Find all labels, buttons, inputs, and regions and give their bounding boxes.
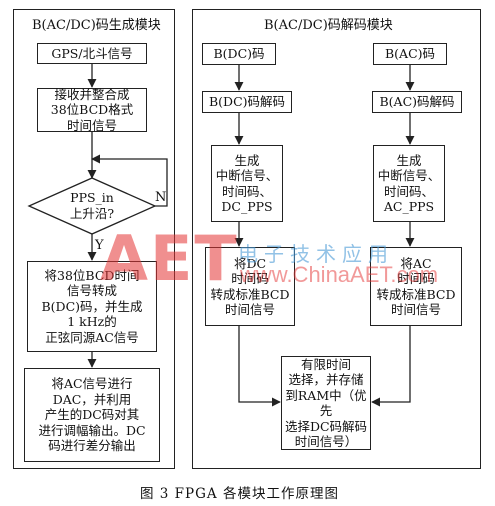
right-panel-title: B(AC/DC)码解码模块 xyxy=(264,18,393,33)
label-no: N xyxy=(155,190,167,205)
left-panel xyxy=(13,9,175,469)
label-yes: Y xyxy=(95,238,104,253)
dac-output-box: 将AC信号进行 DAC，并利用 产生的DC码对其 进行调幅输出。DC 码进行差分… xyxy=(24,368,160,462)
ac-code-box: B(AC)码 xyxy=(373,43,447,65)
loop-no-line xyxy=(91,154,168,207)
right-panel xyxy=(192,9,481,469)
ac-decode-box: B(AC)码解码 xyxy=(372,91,462,113)
dc-convert-box: 将DC 时间码 转成标准BCD 时间信号 xyxy=(205,247,295,326)
dc-decode-box: B(DC)码解码 xyxy=(202,91,292,113)
ac-convert-box: 将AC 时间码 转成标准BCD 时间信号 xyxy=(370,247,462,326)
convert-bcd-box: 将38位BCD时间 信号转成 B(DC)码，并生成 1 kHz的 正弦同源AC信… xyxy=(27,261,157,352)
ram-store-box: 有限时间 选择，并存储 到RAM中（优先 选择DC码解码 时间信号） xyxy=(281,356,371,450)
left-panel-title: B(AC/DC)码生成模块 xyxy=(32,18,161,33)
dc-code-box: B(DC)码 xyxy=(202,43,276,65)
arrow-ac-convert-to-store xyxy=(371,326,411,407)
aet-watermark-logo: AET xyxy=(100,222,239,295)
gps-beidou-box: GPS/北斗信号 xyxy=(37,43,147,64)
pps-rising-edge-decision: PPS_in 上升沿? xyxy=(69,190,115,221)
receive-bcd-box: 接收并整合成 38位BCD格式 时间信号 xyxy=(37,87,147,133)
watermark-url: www.ChinaAET.com xyxy=(240,262,439,287)
figure-caption: 图 3 FPGA 各模块工作原理图 xyxy=(140,486,339,502)
dc-generate-box: 生成 中断信号、 时间码、 DC_PPS xyxy=(211,145,283,222)
arrow-dc-convert-to-store xyxy=(238,326,281,407)
ac-generate-box: 生成 中断信号、 时间码、 AC_PPS xyxy=(373,145,445,222)
watermark-chinese-text: 电子技术应用 xyxy=(238,242,394,266)
